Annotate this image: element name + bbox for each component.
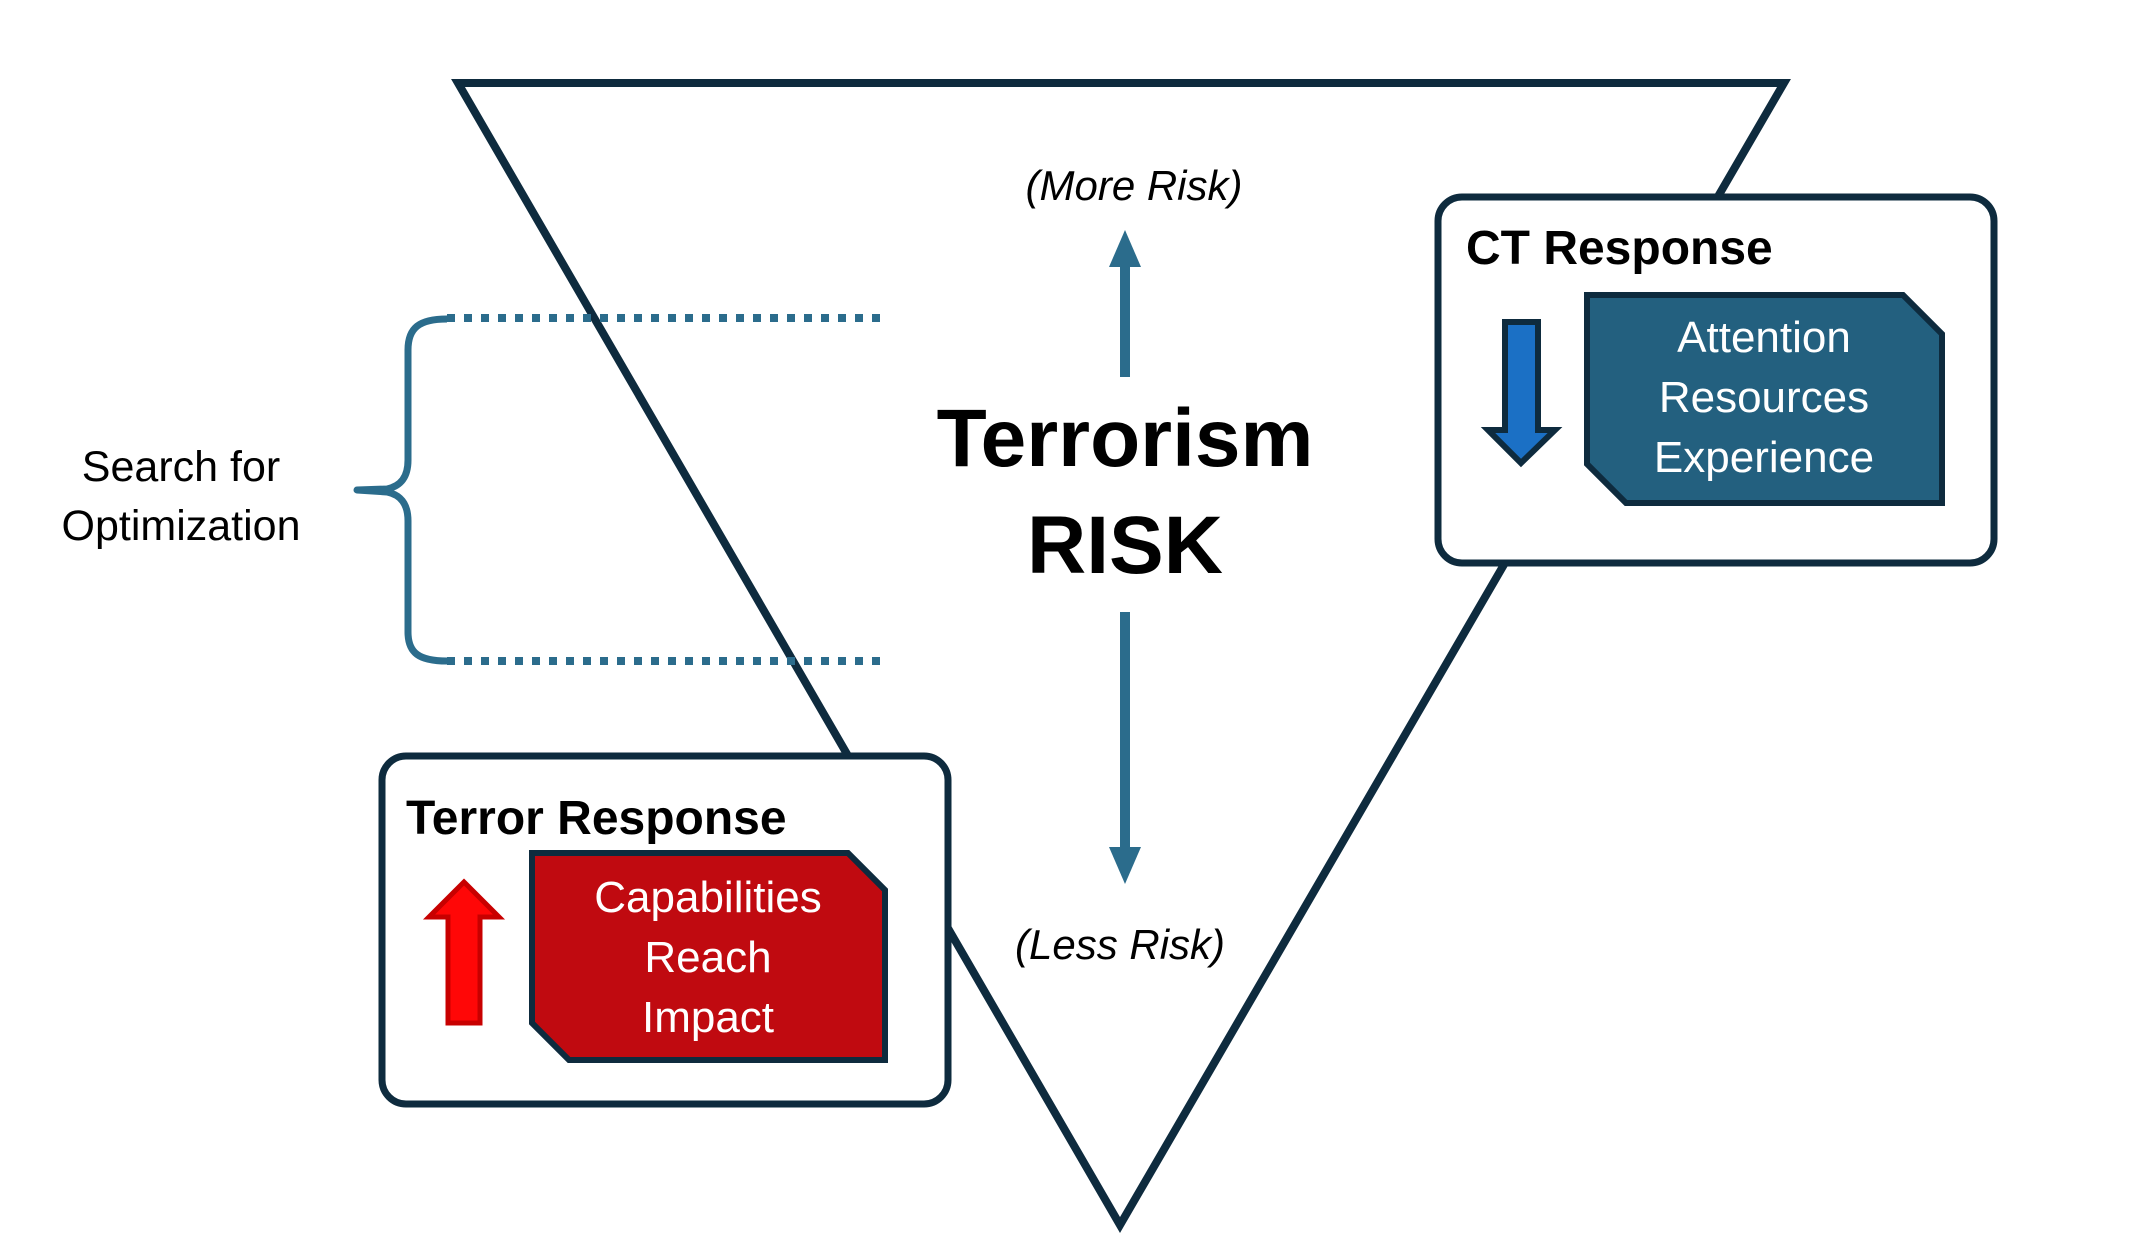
terrorism-risk-title-line2: RISK bbox=[1027, 500, 1223, 591]
terror-increase-arrow-icon bbox=[422, 878, 506, 1026]
terrorism-risk-title-line1: Terrorism bbox=[936, 393, 1314, 484]
risk-up-arrow-icon bbox=[1109, 230, 1141, 377]
terror-attributes-list: Capabilities Reach Impact bbox=[594, 868, 821, 1048]
terror-response-title: Terror Response bbox=[406, 792, 787, 845]
risk-down-arrow-icon bbox=[1109, 612, 1141, 884]
search-optimization-line1: Search for bbox=[81, 443, 281, 491]
inverted-risk-triangle bbox=[451, 79, 1791, 1233]
less-risk-label: (Less Risk) bbox=[1014, 921, 1226, 968]
terror-attribute-item: Reach bbox=[644, 933, 772, 982]
terror-attributes-panel bbox=[529, 850, 888, 1063]
ct-attribute-item: Resources bbox=[1658, 373, 1870, 422]
search-optimization-line2: Optimization bbox=[61, 502, 301, 550]
terror-attribute-item: Capabilities bbox=[594, 873, 822, 922]
ct-attribute-item: Attention bbox=[1677, 313, 1851, 362]
more-risk-label: (More Risk) bbox=[1025, 162, 1243, 209]
ct-attributes-list: Attention Resources Experience bbox=[1654, 308, 1874, 488]
ct-attributes-panel bbox=[1584, 292, 1945, 506]
ct-attribute-item: Experience bbox=[1653, 433, 1875, 482]
ct-decrease-arrow-icon bbox=[1480, 319, 1563, 468]
terror-attribute-item: Impact bbox=[641, 993, 775, 1042]
search-optimization-label: Search for Optimization bbox=[62, 438, 301, 556]
terrorism-risk-title: Terrorism RISK bbox=[937, 385, 1314, 599]
optimization-brace-icon bbox=[353, 315, 448, 665]
ct-response-title: CT Response bbox=[1466, 222, 1773, 275]
